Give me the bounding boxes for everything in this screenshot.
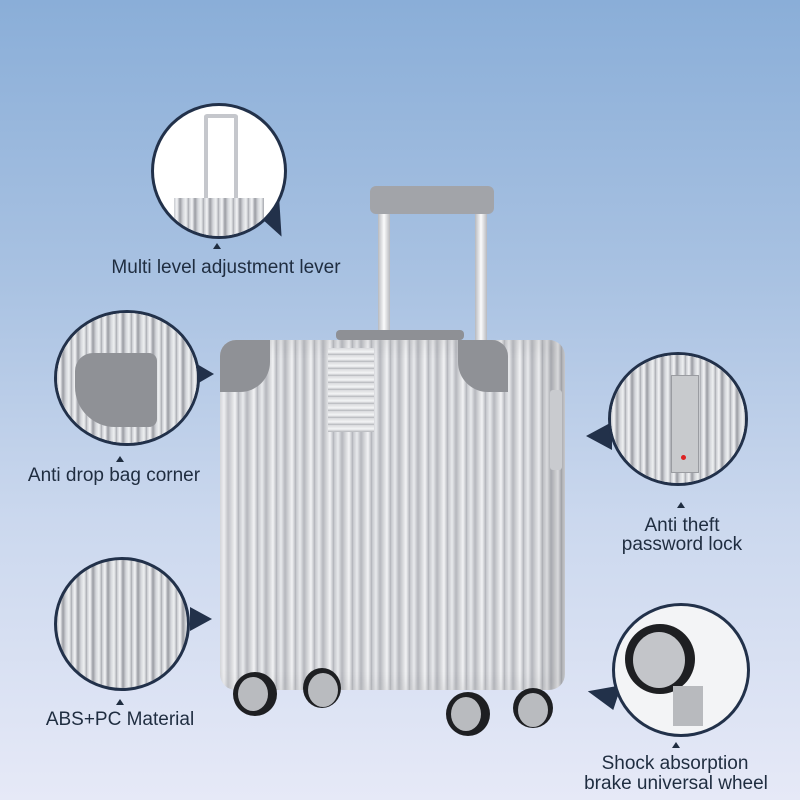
pointer-triangle <box>116 699 124 705</box>
wheel-front-right <box>446 692 490 736</box>
center-panel <box>328 348 374 432</box>
wheel-image-mount <box>673 686 703 726</box>
side-lock <box>550 390 562 470</box>
lock-label-line2: password lock <box>621 534 743 555</box>
handle-pole-right <box>475 210 487 340</box>
lever-bubble <box>151 103 287 239</box>
corner-bubble <box>54 310 200 446</box>
wheel-bubble <box>612 603 750 737</box>
corner-guard-left <box>220 340 270 392</box>
pointer-triangle <box>213 243 221 249</box>
material-label: ABS+PC Material <box>45 709 195 730</box>
lever-image-case <box>174 198 264 236</box>
lever-label: Multi level adjustment lever <box>111 257 341 278</box>
bubble-tail <box>586 422 612 450</box>
handle-pole-left <box>378 210 390 340</box>
lock-image-red-dot <box>681 455 686 460</box>
handle-grip <box>370 186 494 214</box>
lock-label-line1: Anti theft <box>644 515 720 536</box>
wheel-image-hub <box>633 632 685 688</box>
wheel-label-line1: Shock absorption <box>601 753 749 774</box>
corner-image-guard <box>75 353 157 427</box>
bubble-tail <box>190 607 212 631</box>
wheel-back-right <box>513 688 553 728</box>
wheel-front-left <box>233 672 277 716</box>
corner-label: Anti drop bag corner <box>27 465 201 486</box>
wheel-back-left <box>303 668 341 708</box>
pointer-triangle <box>116 456 124 462</box>
suitcase-shell <box>220 340 565 690</box>
lever-image-poles <box>204 114 238 208</box>
pointer-triangle <box>672 742 680 748</box>
material-bubble <box>54 557 190 691</box>
top-carry-handle <box>336 330 464 340</box>
corner-guard-right <box>458 340 508 392</box>
lock-bubble <box>608 352 748 486</box>
wheel-label-line2: brake universal wheel <box>584 773 768 794</box>
pointer-triangle <box>677 502 685 508</box>
